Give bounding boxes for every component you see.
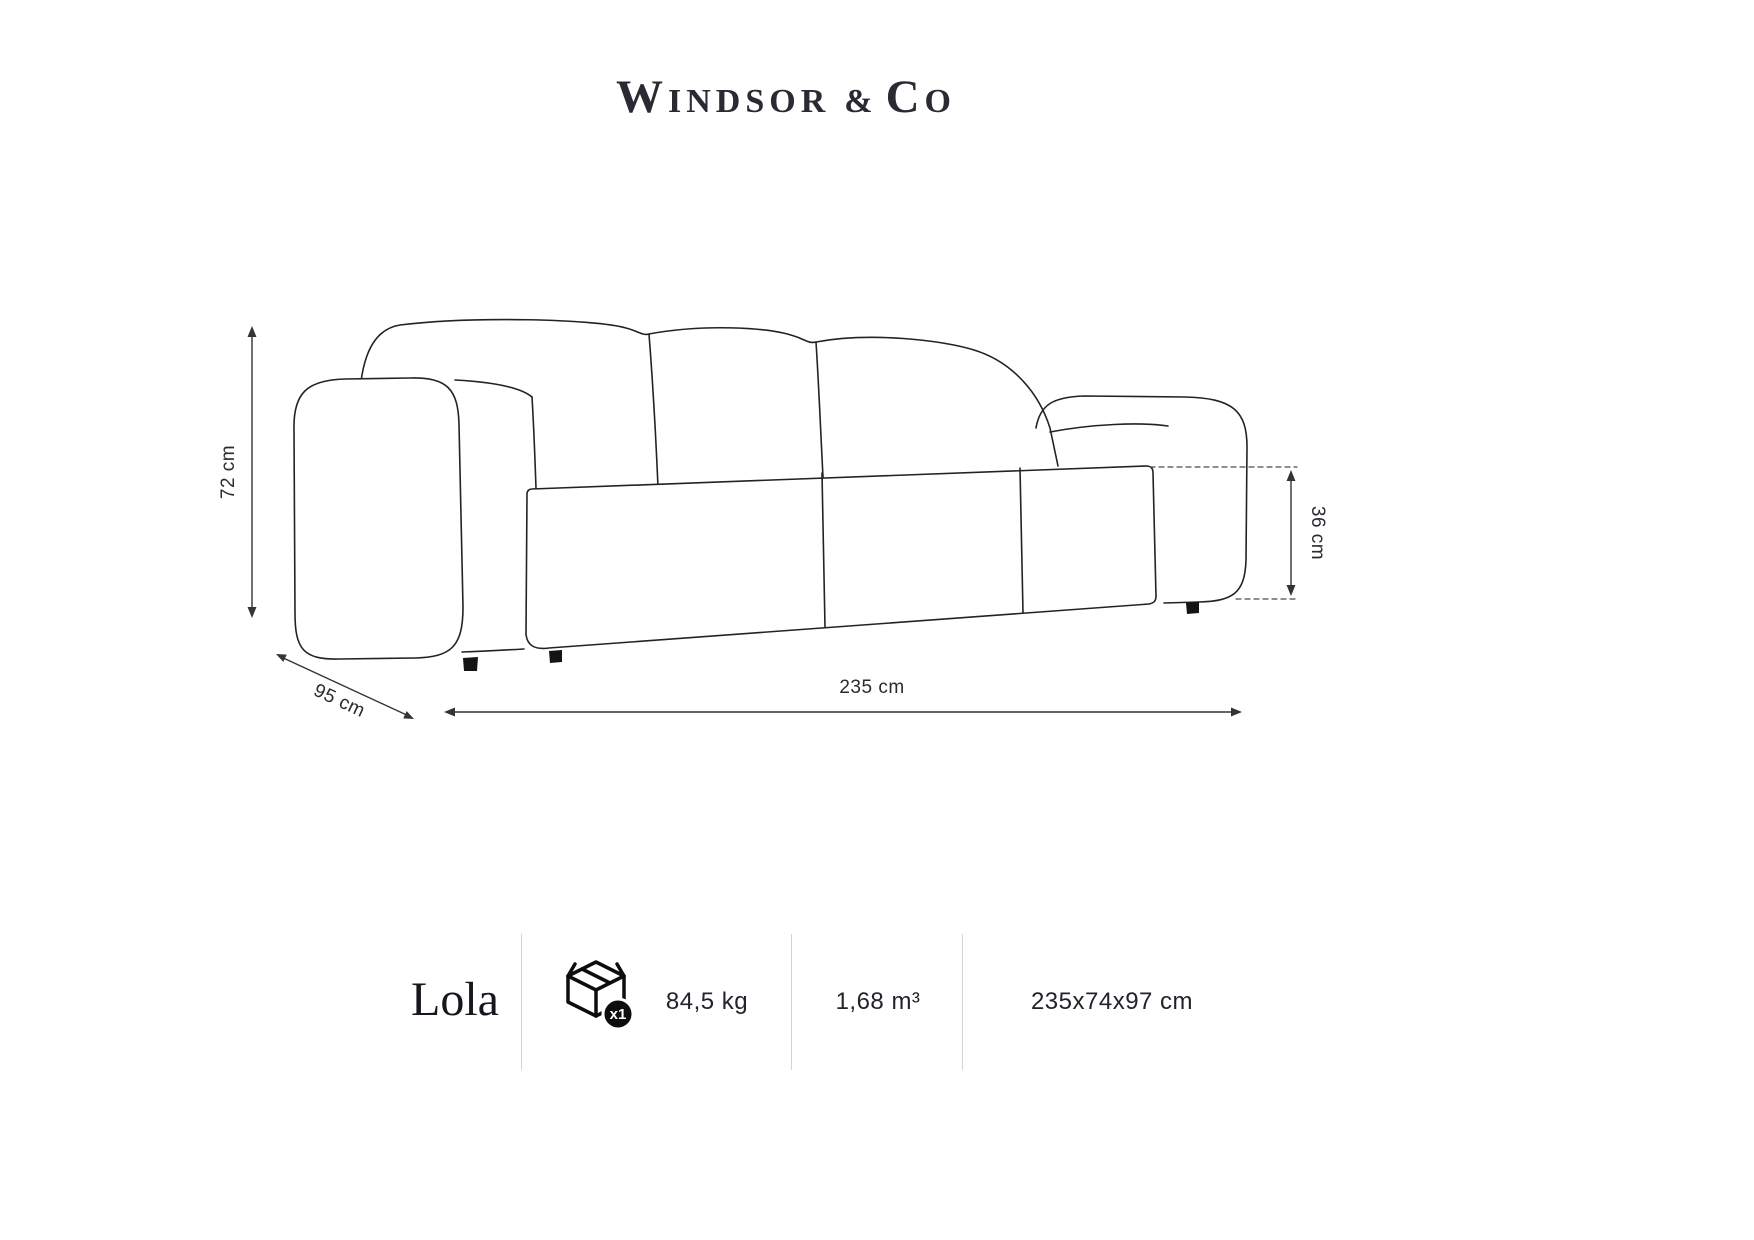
depth-dimension-label: 95 cm [310, 680, 368, 722]
width-dimension-label: 235 cm [839, 677, 904, 698]
product-name: Lola [411, 973, 499, 1026]
dimension-arrows [251, 330, 1292, 718]
sofa-line-drawing [293, 318, 1298, 671]
sofa-left-armrest [293, 377, 464, 660]
seat-seam [821, 472, 826, 628]
sofa-right-armrest [1035, 395, 1248, 604]
brand-ampersand: & [844, 83, 878, 120]
arrowheads [247, 326, 1296, 719]
footer-divider [791, 934, 792, 1070]
brand-letter-large: W [616, 71, 669, 123]
sofa-seat [525, 465, 1157, 650]
overall-dimensions-value: 235x74x97 cm [1030, 988, 1194, 1015]
seat-seam [1019, 467, 1024, 614]
brand-letters-small: O [924, 83, 956, 120]
sofa-feet [463, 602, 1199, 671]
brand-letter-large: C [885, 71, 925, 123]
sofa-backrest [358, 319, 1059, 468]
brand-letters-small: INDSOR [668, 83, 831, 120]
volume-value: 1,68 m³ [835, 988, 921, 1015]
depth-dimension-arrow [278, 655, 412, 718]
seat-height-reference-lines [1149, 466, 1298, 600]
package-count-badge [601, 997, 635, 1031]
package-count-label: x1 [610, 1006, 627, 1023]
backrest-seam [815, 341, 824, 478]
backrest-seam [648, 333, 659, 488]
seat-height-dimension-label: 36 cm [1307, 506, 1328, 560]
package-box-icon: x1 [556, 950, 642, 1036]
weight-value: 84,5 kg [665, 988, 749, 1015]
brand-title: WINDSOR&CO [616, 70, 956, 124]
footer-divider [521, 934, 522, 1070]
footer-divider [962, 934, 963, 1070]
height-dimension-label: 72 cm [218, 445, 239, 499]
